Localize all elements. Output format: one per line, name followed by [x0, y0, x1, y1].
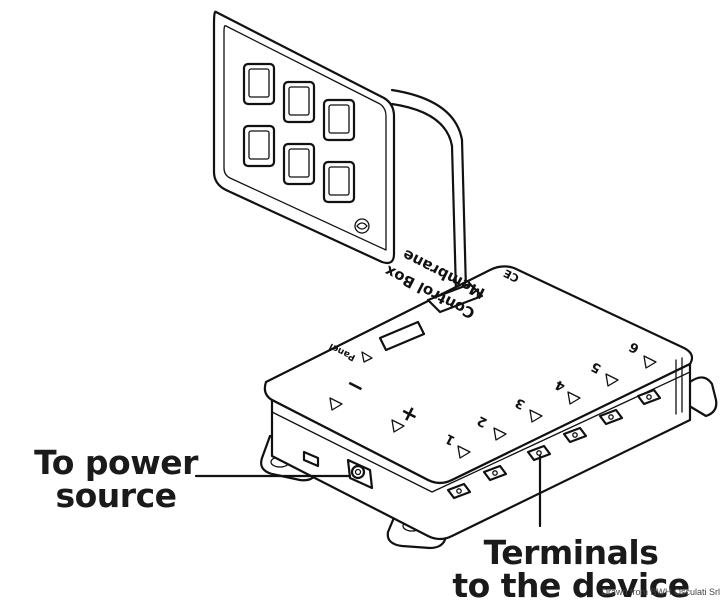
terminal-4	[562, 426, 588, 444]
terminals-callout: Terminals to the device	[446, 536, 696, 602]
panel-button-1	[242, 62, 276, 106]
ce-mark: CE	[502, 266, 522, 285]
terminal-1	[446, 482, 472, 500]
terminal-6	[636, 388, 662, 406]
power-connector	[302, 450, 374, 490]
panel-button-6	[322, 160, 356, 204]
panel-button-2	[282, 80, 316, 124]
panel-button-3	[322, 98, 356, 142]
panel-logo-icon	[354, 218, 370, 234]
credit-text: Drawn from BWH Osculati Srl	[601, 587, 720, 597]
terminal-5	[598, 408, 624, 426]
panel-cable	[390, 88, 468, 294]
power-callout-line1: To power	[34, 443, 198, 482]
panel-button-grid	[242, 62, 356, 204]
terminal-2	[482, 464, 508, 482]
panel-button-4	[242, 124, 276, 168]
membrane-panel	[212, 10, 396, 265]
panel-button-5	[282, 142, 316, 186]
terminals-callout-line1: Terminals	[483, 533, 659, 572]
power-callout-line2: source	[55, 476, 177, 515]
front-terminal-row	[446, 388, 662, 500]
terminal-3	[526, 444, 552, 462]
terminals-callout-line2: to the device	[452, 566, 690, 605]
power-source-callout: To power source	[16, 446, 216, 512]
